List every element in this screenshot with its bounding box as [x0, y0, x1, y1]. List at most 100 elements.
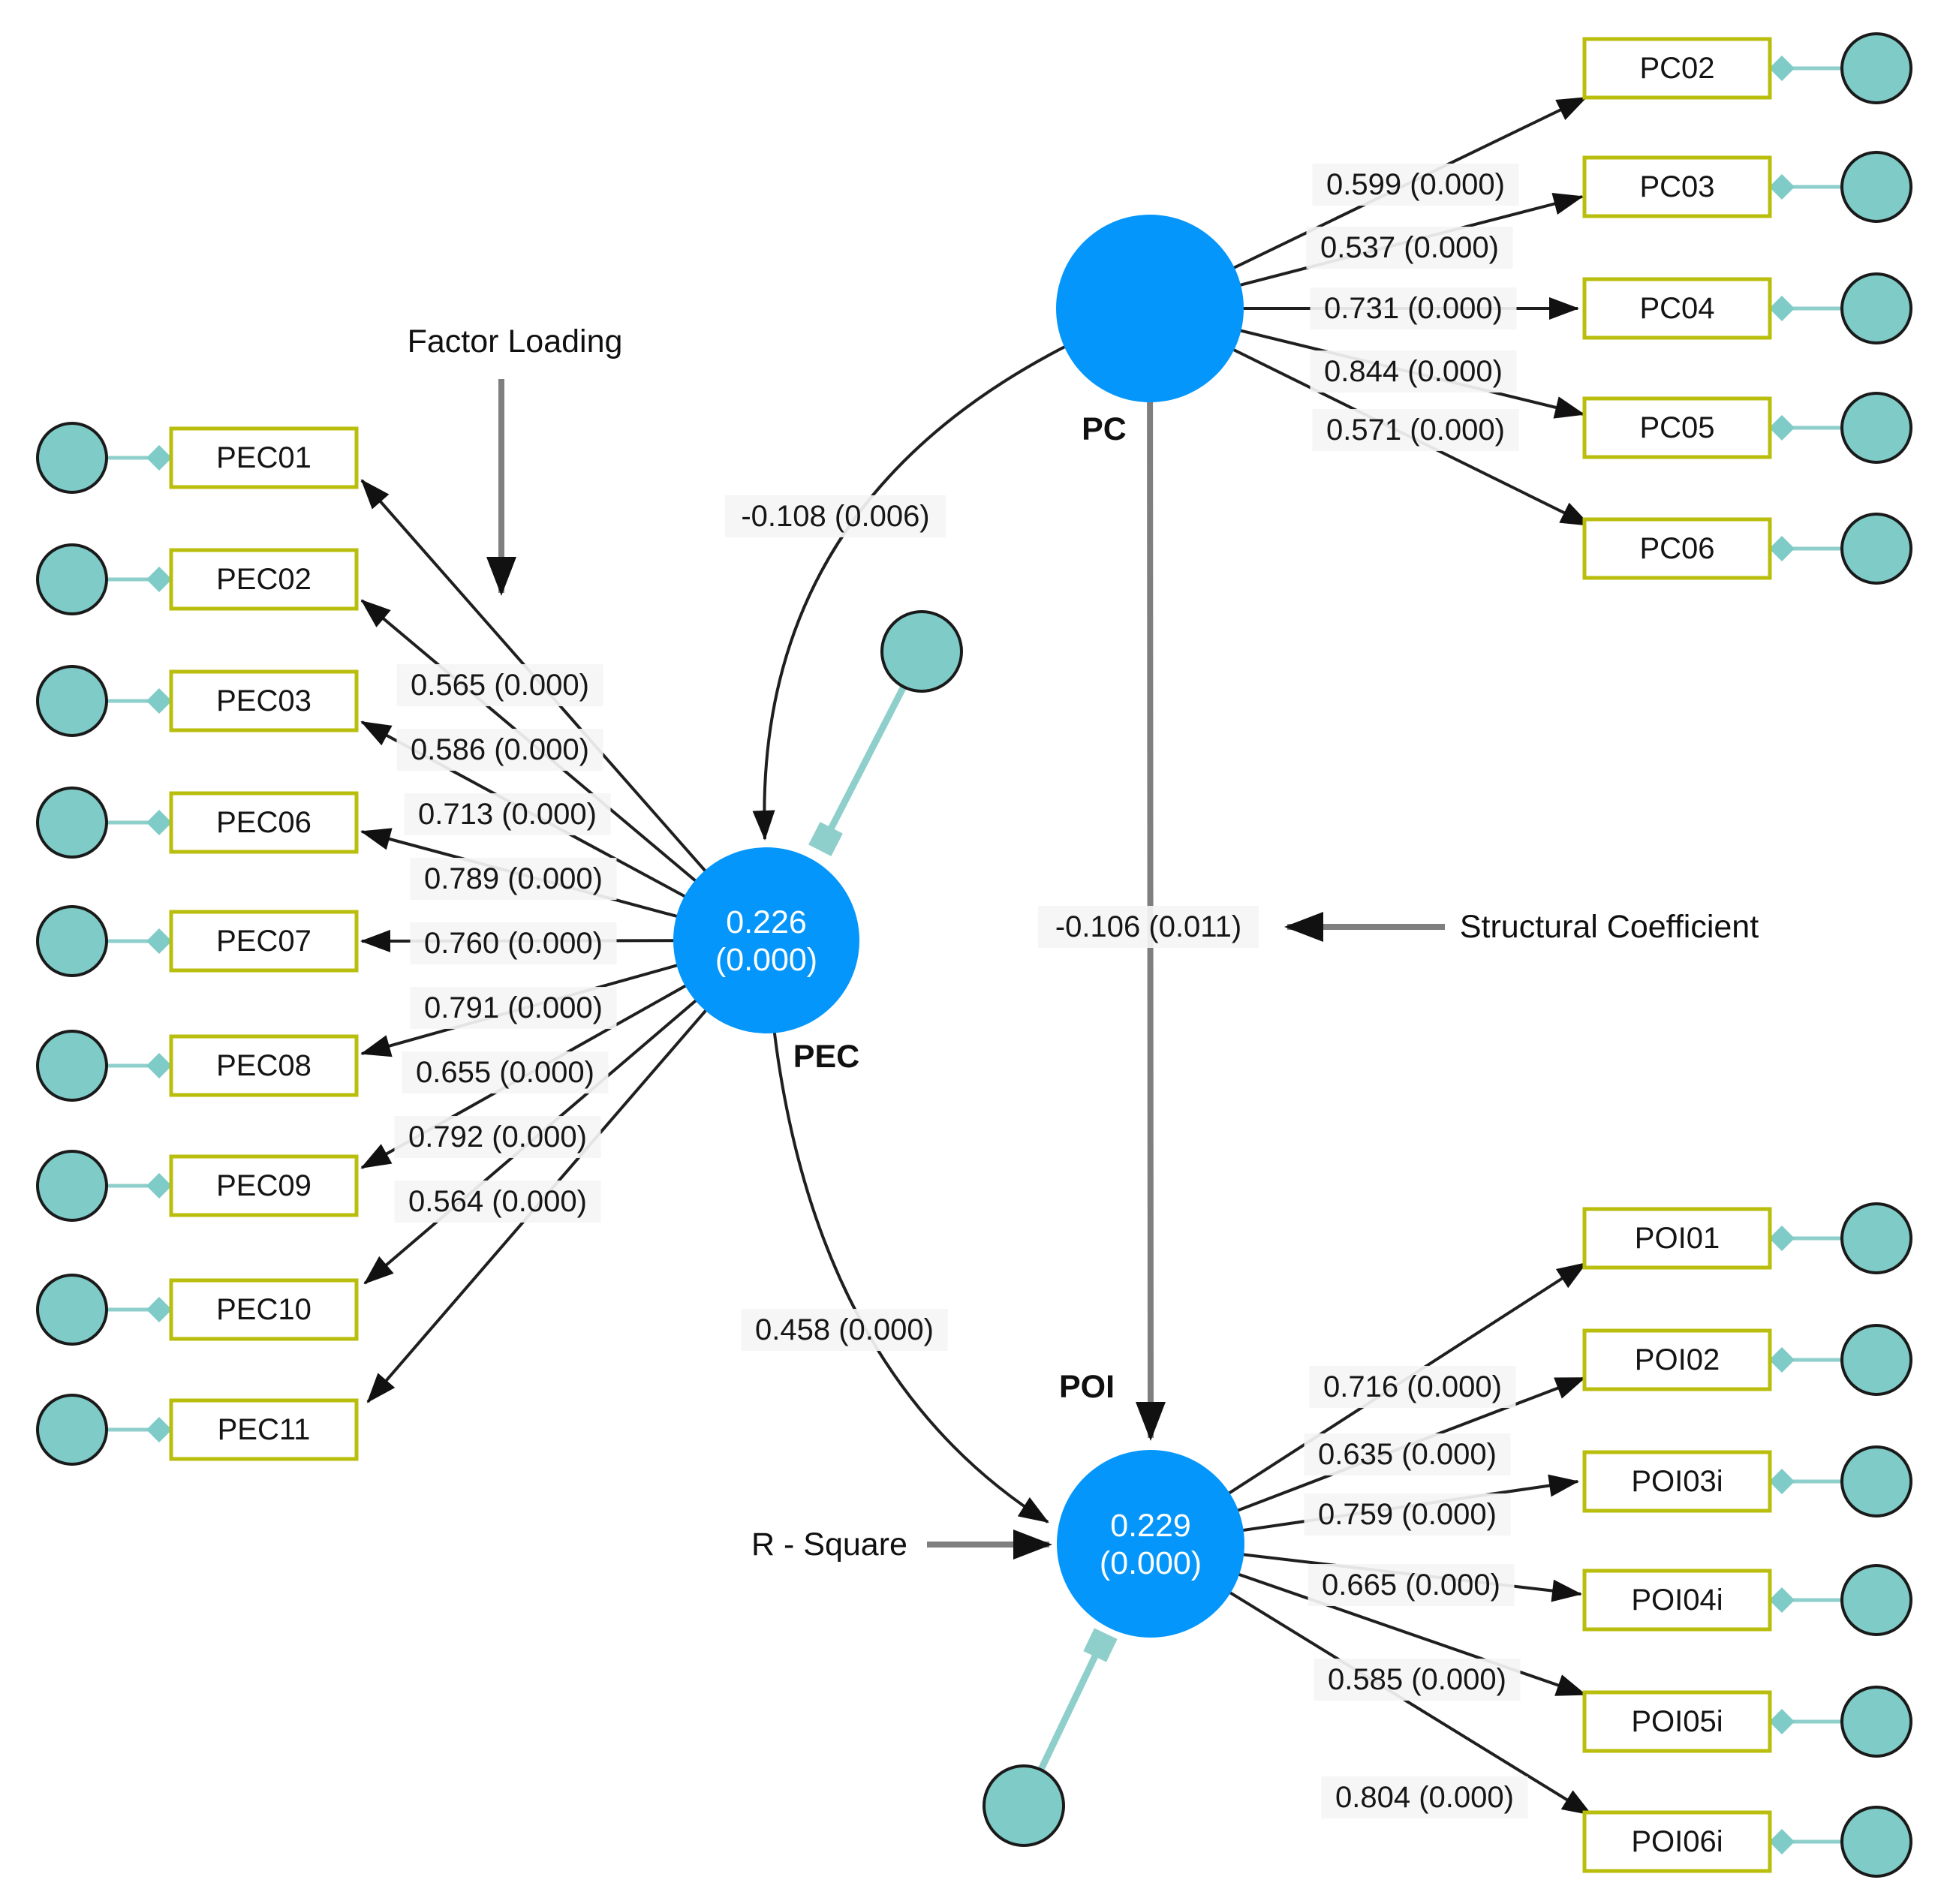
loading-value-PEC02-bg [396, 729, 603, 771]
connector-diamond-PEC02 [146, 567, 172, 592]
loading-value-PEC08-bg [410, 987, 617, 1029]
indicator-label-POI02: POI02 [1635, 1343, 1720, 1376]
connector-diamond-POI01 [1769, 1226, 1795, 1251]
indicator-box-POI01 [1582, 1207, 1772, 1270]
loading-value-PEC01-bg [396, 664, 603, 706]
latent-label-pec: PEC [793, 1039, 859, 1075]
loading-value-POI01: 0.716 (0.000) [1323, 1370, 1502, 1403]
latent-rsquare-poi: 0.229 [1110, 1508, 1191, 1544]
connector-diamond-PC04 [1769, 296, 1795, 321]
connector-diamond-PEC09 [146, 1173, 172, 1199]
indicator-error-circle-PC05 [1840, 392, 1912, 464]
connector-diamond-PC02 [1769, 56, 1795, 81]
indicator-error-circle-POI01 [1840, 1202, 1912, 1274]
indicator-error-circle-PC02 [1840, 32, 1912, 104]
connector-diamond-PC03 [1769, 174, 1795, 200]
indicator-error-circle-PEC11 [36, 1394, 108, 1466]
indicator-box-PEC01 [169, 426, 359, 489]
loading-value-PEC09-bg [402, 1051, 609, 1093]
indicator-label-POI03i: POI03i [1631, 1465, 1723, 1498]
loading-value-PC04: 0.731 (0.000) [1324, 292, 1503, 325]
indicator-box-PEC10 [169, 1278, 359, 1341]
connector-diamond-PEC10 [146, 1297, 172, 1322]
connector-diamond-PC06 [1769, 536, 1795, 561]
indicator-box-PEC08 [169, 1034, 359, 1097]
connector-diamond-PEC11 [146, 1417, 172, 1442]
connector-diamond-POI06i [1769, 1829, 1795, 1854]
loading-value-PC04-bg [1310, 287, 1517, 329]
indicator-label-PC02: PC02 [1639, 52, 1714, 85]
indicator-label-POI06i: POI06i [1631, 1825, 1723, 1858]
indicator-label-POI04i: POI04i [1631, 1584, 1723, 1617]
indicator-box-PEC06 [169, 791, 359, 854]
error-circle-pec-error [880, 610, 963, 693]
factor-loading-annotation: Factor Loading [408, 323, 623, 359]
loading-value-POI05i-bg [1314, 1659, 1521, 1701]
loading-value-PEC11-bg [394, 1181, 601, 1223]
latent-rsquare-pec: 0.226 [726, 904, 807, 940]
indicator-label-PEC01: PEC01 [216, 441, 311, 474]
structural-path-pc-pec [752, 307, 1151, 841]
indicator-box-PC03 [1582, 155, 1772, 218]
indicator-label-PEC10: PEC10 [216, 1293, 311, 1326]
loading-value-PEC03-bg [404, 793, 611, 835]
indicator-label-PEC02: PEC02 [216, 563, 311, 596]
structural-label-pc-pec: -0.108 (0.006) [741, 500, 929, 533]
latent-label-pc: PC [1082, 411, 1127, 447]
indicator-error-circle-POI06i [1840, 1806, 1912, 1878]
loading-value-POI05i: 0.585 (0.000) [1328, 1663, 1506, 1696]
latent-rsquare-p-pec: (0.000) [715, 942, 817, 978]
indicator-box-PEC02 [169, 548, 359, 611]
loading-value-PEC07-bg [410, 922, 617, 964]
loading-value-PEC11: 0.564 (0.000) [408, 1185, 587, 1218]
indicator-label-PC05: PC05 [1639, 411, 1714, 444]
connector-diamond-POI04i [1769, 1587, 1795, 1613]
indicator-box-PC02 [1582, 37, 1772, 100]
indicator-box-PC05 [1582, 396, 1772, 459]
loading-value-PEC02: 0.586 (0.000) [411, 733, 589, 766]
loading-value-PEC03: 0.713 (0.000) [418, 798, 597, 831]
loading-value-PEC09: 0.655 (0.000) [416, 1056, 594, 1089]
loading-value-POI01-bg [1309, 1366, 1516, 1408]
indicator-label-PEC06: PEC06 [216, 806, 311, 839]
loading-value-PEC06: 0.789 (0.000) [424, 862, 603, 895]
structural-label-pec-poi: 0.458 (0.000) [755, 1313, 934, 1346]
loading-value-PEC07: 0.760 (0.000) [424, 927, 603, 960]
indicator-box-POI02 [1582, 1328, 1772, 1391]
structural-coefficient-annotation: Structural Coefficient [1460, 909, 1759, 945]
indicator-error-circle-PEC08 [36, 1030, 108, 1102]
indicator-error-circle-PC06 [1840, 513, 1912, 585]
connector-diamond-POI05i [1769, 1709, 1795, 1734]
connector-diamond-PEC08 [146, 1053, 172, 1078]
structural-path-pec-poi [765, 940, 1049, 1524]
loading-value-PC03: 0.537 (0.000) [1320, 231, 1499, 264]
indicator-error-circle-PEC03 [36, 665, 108, 737]
indicator-error-circle-PEC09 [36, 1150, 108, 1222]
indicator-label-POI01: POI01 [1635, 1222, 1720, 1255]
loading-value-PC06-bg [1312, 409, 1519, 451]
loading-value-PC05: 0.844 (0.000) [1324, 355, 1503, 388]
loading-value-PC06: 0.571 (0.000) [1326, 414, 1505, 447]
loading-value-PC03-bg [1306, 227, 1513, 269]
loading-value-PEC10: 0.792 (0.000) [408, 1120, 587, 1154]
indicator-label-PC04: PC04 [1639, 292, 1714, 325]
indicator-error-circle-POI04i [1840, 1564, 1912, 1636]
structural-label-pc-poi: -0.106 (0.011) [1055, 910, 1241, 943]
indicator-label-PC03: PC03 [1639, 170, 1714, 203]
loading-value-POI02-bg [1304, 1433, 1511, 1475]
loading-value-POI03i: 0.759 (0.000) [1318, 1498, 1497, 1531]
latent-node-pc [1056, 215, 1244, 402]
loading-value-PC02: 0.599 (0.000) [1326, 168, 1505, 201]
loading-value-PEC08: 0.791 (0.000) [424, 991, 603, 1024]
indicator-error-circle-POI03i [1840, 1445, 1912, 1517]
loading-value-POI03i-bg [1304, 1493, 1511, 1536]
latent-node-poi [1057, 1450, 1244, 1638]
indicator-box-POI03i [1582, 1450, 1772, 1513]
structural-label-pec-poi-bg [741, 1309, 948, 1351]
structural-path-pc-poi [1135, 308, 1166, 1441]
indicator-error-circle-PC04 [1840, 272, 1912, 344]
indicator-error-circle-PEC07 [36, 905, 108, 977]
loading-arrow-PEC11 [366, 939, 768, 1403]
connector-diamond-POI03i [1769, 1469, 1795, 1494]
